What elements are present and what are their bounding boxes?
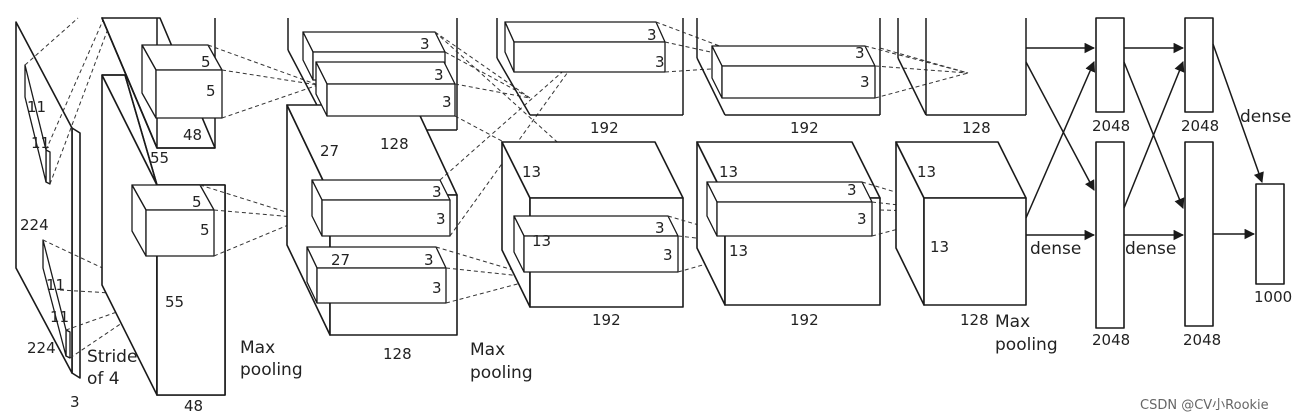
conv4-top-kernel xyxy=(721,65,876,99)
conv4-bottom-kernel xyxy=(716,201,873,237)
stride-label-line1: Stride xyxy=(87,347,137,367)
watermark: CSDN @CV小Rookie xyxy=(1140,398,1269,413)
fc2-top-box xyxy=(1184,17,1214,113)
conv3-layer: 3 3 192 13 13 3 3 192 xyxy=(496,18,684,329)
conv5-layer: 128 13 13 128 Max pooling xyxy=(895,18,1058,355)
fc1-top-box xyxy=(1095,17,1125,113)
conv1-pool-label-line1: Max xyxy=(240,338,275,358)
fc-connections xyxy=(1025,42,1264,241)
conv4-kernel-label-1: 3 xyxy=(855,44,865,62)
conv1-top-kernel-front xyxy=(155,69,223,119)
conv3-kernel-label-1: 3 xyxy=(647,26,657,44)
conv1-bottom-kernel-label-a: 5 xyxy=(192,193,202,211)
conv5-spatial-label-b: 13 xyxy=(930,238,949,256)
conv4-spatial-label: 13 xyxy=(719,163,738,181)
conv2-inner-spatial-label: 27 xyxy=(331,251,350,269)
input-depth-label: 3 xyxy=(70,393,80,411)
input-layer: 11 11 11 11 224 224 3 Stride of 4 xyxy=(15,21,137,411)
fc-layers: 2048 2048 2048 2048 1000 dense dense den… xyxy=(1030,17,1292,349)
conv2-layer: 3 3 3 27 128 3 3 27 3 3 128 Max pooling xyxy=(286,18,533,383)
conv1-top-kernel-label-b: 5 xyxy=(206,82,216,100)
conv4-top-depth-label: 192 xyxy=(790,119,819,137)
conv3-top-depth-label: 192 xyxy=(590,119,619,137)
conv1-pool-label-line2: pooling xyxy=(240,360,303,380)
output-label: 1000 xyxy=(1254,288,1292,306)
conv1-bottom-kernel-label-b: 5 xyxy=(200,221,210,239)
conv1-layer: 5 5 48 55 5 5 55 48 Max pooling xyxy=(101,17,303,415)
conv2-bottom-kernel-1 xyxy=(321,199,451,237)
conv2-top-kernel-label-1: 3 xyxy=(420,35,430,53)
fc1-top-label: 2048 xyxy=(1092,117,1130,135)
conv2-bottom-kernel-label-1: 3 xyxy=(432,183,442,201)
conv2-bottom-kernel-label-4: 3 xyxy=(432,279,442,297)
input-kernel-label-a: 11 xyxy=(27,98,46,116)
conv1-center-label: 55 xyxy=(165,293,184,311)
fc2-bottom-box xyxy=(1184,141,1214,327)
dense-label-3: dense xyxy=(1240,107,1291,127)
conv2-bottom-kernel-label-2: 3 xyxy=(436,210,446,228)
output-box xyxy=(1255,183,1285,285)
conv3-kernel-label-2: 3 xyxy=(655,53,665,71)
conv3-top-kernel xyxy=(513,41,666,73)
conv2-spatial-label: 27 xyxy=(320,142,339,160)
conv2-pool-label-line2: pooling xyxy=(470,363,533,383)
conv5-bottom-depth-label: 128 xyxy=(960,311,989,329)
conv4-kernel-label-4: 3 xyxy=(857,210,867,228)
conv5-pool-label-line2: pooling xyxy=(995,335,1058,355)
conv4-bottom-depth-label: 192 xyxy=(790,311,819,329)
dense-label-2: dense xyxy=(1125,239,1176,259)
conv1-top-kernel-label-a: 5 xyxy=(201,53,211,71)
conv4-layer: 3 3 192 13 3 3 13 192 xyxy=(696,18,881,329)
fc2-top-label: 2048 xyxy=(1181,117,1219,135)
input-height-label: 224 xyxy=(20,216,49,234)
conv2-bottom-depth-label: 128 xyxy=(383,345,412,363)
input-kernel-label-d: 11 xyxy=(50,308,69,326)
input-width-label: 224 xyxy=(27,339,56,357)
conv2-top-kernel-2 xyxy=(326,83,456,117)
conv5-pool-label-line1: Max xyxy=(995,312,1030,332)
input-kernel-bottom xyxy=(42,239,67,357)
fc2-bottom-label: 2048 xyxy=(1183,331,1221,349)
conv5-spatial-label-a: 13 xyxy=(917,163,936,181)
conv1-spatial-label: 55 xyxy=(150,149,169,167)
input-kernel-top xyxy=(24,64,47,183)
conv2-bottom-kernel-2 xyxy=(316,267,447,304)
conv3-inner-spatial-label: 13 xyxy=(532,232,551,250)
conv1-bottom-kernel-front xyxy=(145,209,215,257)
conv1-bottom-depth-label: 48 xyxy=(184,397,203,415)
conv3-bottom-kernel xyxy=(523,235,679,273)
conv5-top-depth-label: 128 xyxy=(962,119,991,137)
conv4-kernel-label-3: 3 xyxy=(847,181,857,199)
stride-label-line2: of 4 xyxy=(87,369,120,389)
conv2-pool-label-line1: Max xyxy=(470,340,505,360)
conv5-bottom-front xyxy=(923,197,1027,306)
conv3-spatial-label: 13 xyxy=(522,163,541,181)
conv3-bottom-depth-label: 192 xyxy=(592,311,621,329)
conv4-inner-spatial-label: 13 xyxy=(729,242,748,260)
input-kernel-label-c: 11 xyxy=(46,276,65,294)
fc1-bottom-box xyxy=(1095,141,1125,329)
conv4-kernel-label-2: 3 xyxy=(860,73,870,91)
conv2-top-depth-label: 128 xyxy=(380,135,409,153)
conv2-bottom-kernel-label-3: 3 xyxy=(424,251,434,269)
conv1-top-depth-label: 48 xyxy=(183,126,202,144)
conv2-top-kernel-label-2: 3 xyxy=(434,66,444,84)
conv3-kernel-label-4: 3 xyxy=(663,246,673,264)
input-slab-side xyxy=(71,127,81,379)
fc1-bottom-label: 2048 xyxy=(1092,331,1130,349)
conv2-top-kernel-label-3: 3 xyxy=(442,93,452,111)
input-kernel-label-b: 11 xyxy=(31,134,50,152)
dense-label-1: dense xyxy=(1030,239,1081,259)
conv3-kernel-label-3: 3 xyxy=(655,219,665,237)
